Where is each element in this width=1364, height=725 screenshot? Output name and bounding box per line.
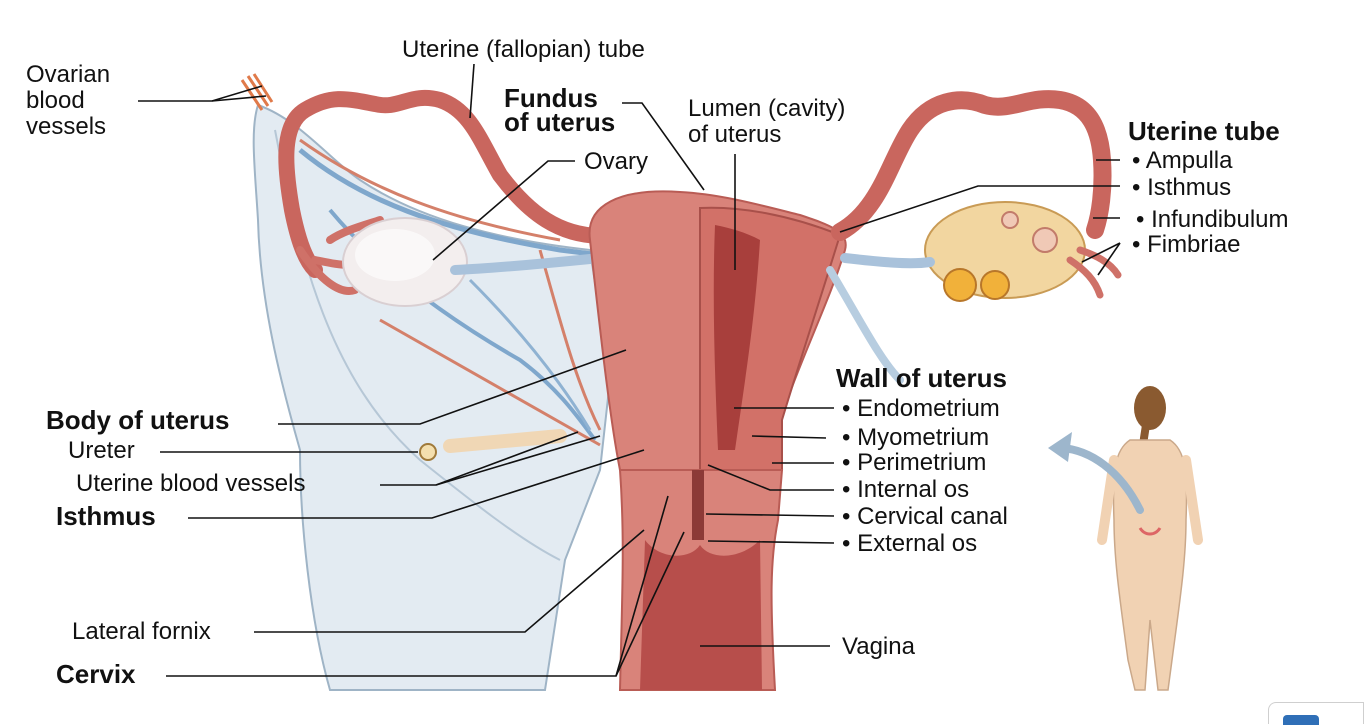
corner-widget-button[interactable]	[1268, 702, 1364, 725]
uterine-blood-vessels-label: Uterine blood vessels	[76, 470, 306, 497]
fundus-label: Fundus of uterus	[504, 83, 616, 137]
pointer-arrow	[1058, 444, 1144, 514]
left-ovarian-ligament	[450, 253, 605, 275]
uterine-tube-item-ampulla: • Ampulla	[1132, 147, 1233, 174]
body-of-uterus-label: Body of uterus	[46, 405, 230, 435]
ovarian-line-1: Ovarian	[26, 61, 111, 88]
corner-widget-icon	[1283, 715, 1319, 725]
uterine-tube-item-fimbriae: • Fimbriae	[1132, 231, 1241, 258]
vessel-blue-3	[468, 278, 592, 431]
uterine-tube-title: Uterine tube	[1128, 116, 1280, 146]
uterine-tube-item-infundibulum: • Infundibulum	[1136, 206, 1289, 233]
cervical-canal	[692, 470, 704, 540]
uterine-cavity	[713, 225, 760, 450]
ovarian-blood-vessels-label: Ovarian blood vessels	[26, 62, 110, 140]
pointer-arrowhead	[1048, 432, 1072, 462]
round-ligament	[826, 266, 904, 384]
ovarian-line-2: blood	[26, 87, 85, 114]
uterine-fallopian-tube-label: Uterine (fallopian) tube	[402, 36, 645, 63]
wall-item-myometrium: • Myometrium	[842, 424, 990, 451]
wall-item-endometrium: • Endometrium	[842, 395, 1000, 422]
ureter-label: Ureter	[68, 437, 135, 464]
wall-item-external-os: • External os	[842, 530, 978, 557]
wall-of-uterus-title: Wall of uterus	[836, 363, 1007, 393]
right-ovarian-ligament	[840, 253, 935, 269]
uterine-tube-item-isthmus: • Isthmus	[1132, 174, 1232, 201]
vessel-red-2	[379, 318, 601, 447]
lumen-line-1: Lumen (cavity)	[688, 95, 846, 122]
wall-item-perimetrium: • Perimetrium	[842, 449, 987, 476]
fundus-line-2: of uterus	[504, 107, 616, 137]
isthmus-label: Isthmus	[56, 501, 156, 531]
vessel-red-3	[538, 249, 602, 431]
lateral-fornix-label: Lateral fornix	[72, 618, 211, 645]
ureter-cross-section	[419, 443, 437, 461]
cervix-label: Cervix	[56, 659, 136, 689]
human-figure	[1097, 386, 1203, 691]
lumen-label: Lumen (cavity) of uterus	[688, 96, 845, 148]
lumen-line-2: of uterus	[688, 121, 782, 148]
vessel-red-1	[299, 138, 561, 242]
right-fimbriae	[1066, 246, 1122, 299]
leader-lines	[138, 63, 1121, 677]
ovarian-vessel-lines	[240, 73, 274, 111]
ureter-tube	[443, 429, 567, 453]
vaginal-canal	[640, 540, 762, 690]
left-uterine-tube	[278, 89, 608, 278]
ovary-label: Ovary	[584, 148, 649, 175]
wall-item-cervical-canal: • Cervical canal	[842, 503, 1008, 530]
fundus-line-1: Fundus	[504, 83, 598, 113]
broad-ligament	[252, 103, 612, 691]
vessel-blue-1	[298, 148, 601, 258]
vagina-label: Vagina	[842, 633, 915, 660]
wall-item-internal-os: • Internal os	[842, 476, 970, 503]
ovarian-line-3: vessels	[26, 113, 107, 140]
